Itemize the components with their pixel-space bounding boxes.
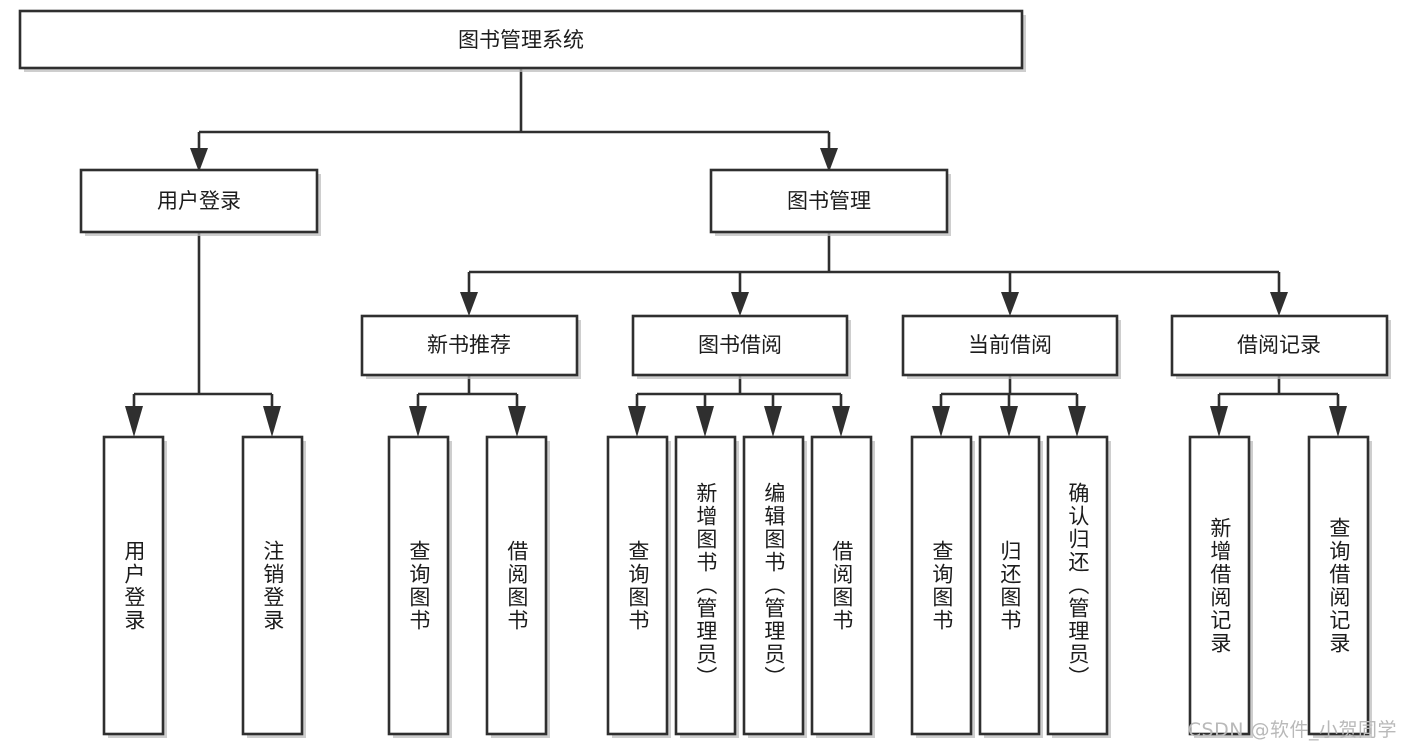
leaf-query-book-c-box[interactable] [910,435,973,736]
title-node-box[interactable] [18,9,1024,70]
user-login-box[interactable] [79,168,319,234]
new-book-rec-label: 新书推荐 [427,333,511,357]
user-login-label: 用户登录 [157,189,241,213]
leaf-query-book-b-box[interactable] [606,435,669,736]
arrow-current-borrow [1001,292,1019,316]
book-borrow-label: 图书借阅 [698,333,782,357]
arrow-leaf-add-record [1210,406,1228,437]
new-book-rec-box[interactable] [360,314,579,377]
leaf-query-record-box[interactable] [1307,435,1370,736]
title-node-label: 图书管理系统 [458,28,584,52]
borrow-record-box[interactable] [1170,314,1389,377]
arrow-leaf-query-book-rec [409,406,427,437]
book-borrow-box[interactable] [631,314,849,377]
arrow-book-borrow [731,292,749,316]
book-manage-label: 图书管理 [787,189,871,213]
csdn-watermark: CSDN @软件_小贺同学 [1187,719,1397,741]
leaf-return-book-box[interactable] [978,435,1041,736]
arrow-leaf-borrow-book-b [832,406,850,437]
arrow-borrow-record [1270,292,1288,316]
arrow-heads [125,148,1347,437]
leaf-confirm-return-box[interactable] [1046,435,1109,736]
arrow-book-manage [820,148,838,172]
leaf-add-record-box[interactable] [1188,435,1251,736]
arrow-leaf-confirm-return [1068,406,1086,437]
arrow-leaf-return-book [1000,406,1018,437]
arrow-leaf-add-book [696,406,714,437]
arrow-leaf-query-book-c [932,406,950,437]
leaf-user-login-box[interactable] [102,435,165,736]
leaf-query-book-rec-box[interactable] [387,435,450,736]
leaf-edit-book-box[interactable] [742,435,805,736]
leaf-borrow-book-rec-box[interactable] [485,435,548,736]
arrow-leaf-user-login [125,406,143,437]
arrow-leaf-edit-book [764,406,782,437]
arrow-leaf-borrow-book-rec [508,406,526,437]
arrow-leaf-query-book-b [628,406,646,437]
leaf-add-book-box[interactable] [674,435,737,736]
arrow-leaf-query-record [1329,406,1347,437]
current-borrow-label: 当前借阅 [968,333,1052,357]
book-manage-box[interactable] [709,168,949,234]
leaf-logout-box[interactable] [241,435,304,736]
arrow-new-book-rec [460,292,478,316]
borrow-record-label: 借阅记录 [1237,333,1321,357]
node-boxes: 图书管理系统 用户登录 图书管理 新书推荐 图书借阅 当前借阅 借阅记录 [18,9,1391,738]
arrow-leaf-logout [263,406,281,437]
leaf-borrow-book-b-box[interactable] [810,435,873,736]
arrow-user-login [190,148,208,172]
current-borrow-box[interactable] [901,314,1119,377]
